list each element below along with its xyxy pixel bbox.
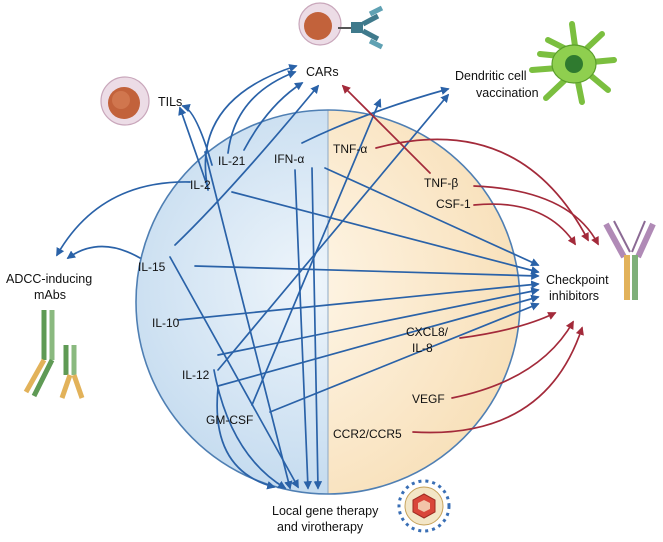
cars-label: CARs [306,65,339,79]
immune-cytokine-labels: IL-21 IL-2 IL-15 IL-10 IL-12 GM-CSF IFN-… [138,152,304,427]
blue-arrow-8 [324,167,540,267]
blue-arrow-20 [269,302,540,413]
adcc-label-line2: mAbs [34,288,66,302]
tnfb-label: TNF-β [424,176,458,190]
red-arrow-3 [473,185,599,246]
vegf-label: VEGF [412,392,445,406]
blue-arrow-16 [217,294,540,387]
blue-arrow-21 [251,98,382,406]
gmcsf-label: GM-CSF [206,413,253,427]
il12-label: IL-12 [182,368,210,382]
red-arrow-2 [375,138,589,242]
gene-therapy-label-line1: Local gene therapy [272,504,379,518]
therapy-labels: CARs TILs Dendritic cell vaccination ADC… [6,65,609,534]
gene-therapy-label-line2: and virotherapy [277,520,364,534]
red-arrow-4 [473,203,576,246]
tumour-factor-labels: TNF-α TNF-β CSF-1 CXCL8/ IL-8 VEGF CCR2/… [333,142,471,441]
tnfa-label: TNF-α [333,142,367,156]
blue-arrow-18 [213,369,287,489]
tils-label: TILs [158,95,182,109]
blue-arrow-24 [169,256,299,489]
dendritic-cell-icon [529,21,617,105]
checkpoint-label-line2: inhibitors [549,289,599,303]
blue-arrow-3 [243,82,304,151]
virus-icon [397,479,451,533]
ifna-label: IFN-α [274,152,304,166]
blue-arrow-2 [204,64,298,191]
red-arrow-5 [459,312,557,339]
til-cell-icon [100,76,150,126]
red-arrows [341,84,599,434]
adcc-label-line1: ADCC-inducing [6,272,92,286]
tumour-sphere [135,109,521,495]
blue-arrow-14 [217,287,540,356]
blue-arrow-11 [66,245,141,259]
il2-label: IL-2 [190,178,211,192]
blue-arrow-1 [227,70,297,154]
ccr-label: CCR2/CCR5 [333,427,402,441]
cxcl8-label-line2: IL-8 [412,341,433,355]
il21-label: IL-21 [218,154,246,168]
car-t-cell-icon [298,2,384,50]
dendritic-cell-label-line2: vaccination [476,86,539,100]
red-arrow-7 [412,326,584,434]
blue-arrow-6 [178,106,209,189]
red-arrow-1 [341,84,431,174]
blue-arrow-12 [194,265,540,281]
blue-arrow-23 [311,167,323,490]
blue-arrow-4 [174,84,320,246]
blue-arrow-10 [231,191,540,275]
il10-label: IL-10 [152,316,180,330]
checkpoint-label-line1: Checkpoint [546,273,609,287]
blue-arrow-9 [56,181,191,257]
blue-arrow-19 [204,151,293,490]
csf1-label: CSF-1 [436,197,471,211]
blue-arrow-17 [216,387,276,490]
antibody-icon [603,220,656,300]
blue-arrow-22 [294,169,312,490]
blue-arrow-13 [177,280,540,321]
dendritic-cell-label-line1: Dendritic cell [455,69,527,83]
il15-label: IL-15 [138,260,166,274]
red-arrow-6 [451,320,574,399]
cxcl8-label-line1: CXCL8/ [406,325,449,339]
blue-arrows [56,64,540,490]
antibody-pair-icon [23,310,85,399]
